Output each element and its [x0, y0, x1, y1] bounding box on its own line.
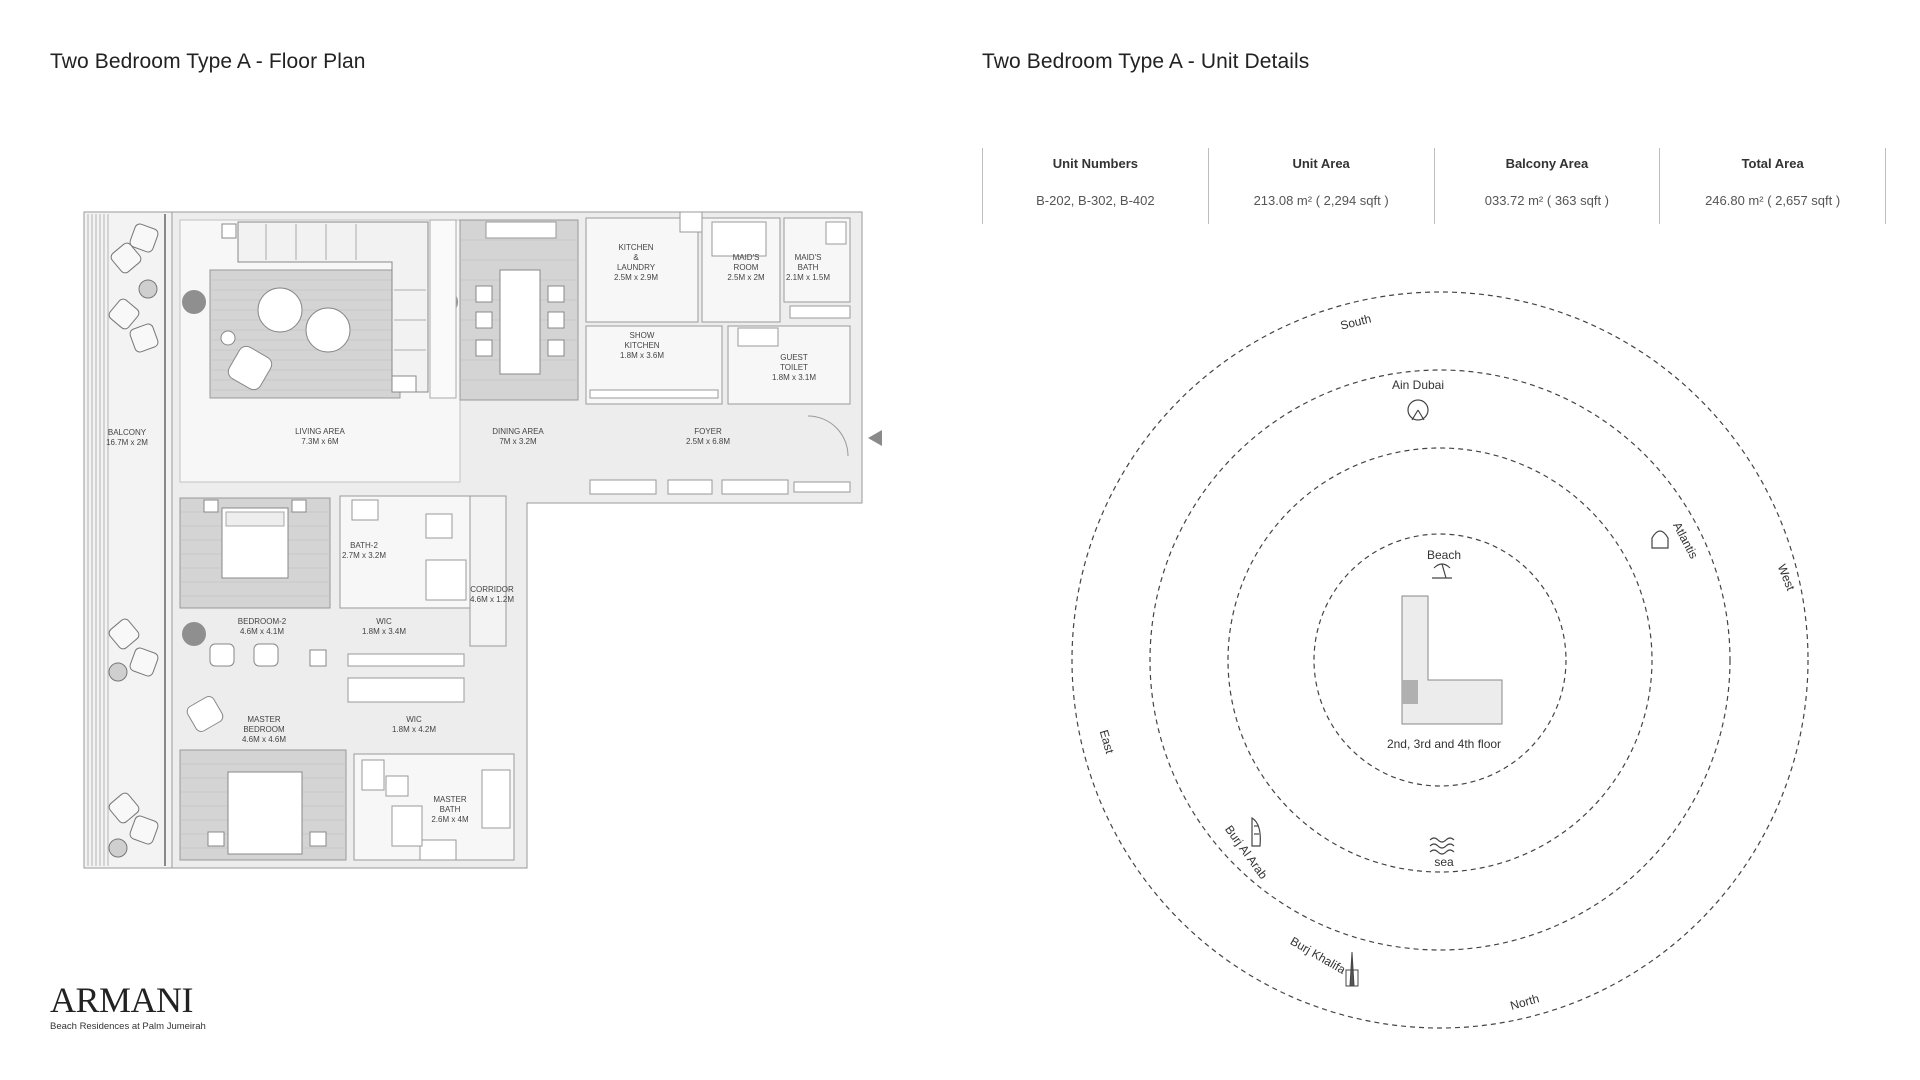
label-master-bedroom: MASTER: [247, 715, 281, 724]
master-bedroom: [179, 696, 347, 861]
details-value: 213.08 m² ( 2,294 sqft ): [1253, 193, 1389, 208]
floor-plan-title: Two Bedroom Type A - Floor Plan: [50, 50, 366, 73]
dining-area: [459, 219, 579, 401]
foyer: [589, 415, 882, 495]
sea-waves-icon: [1429, 837, 1455, 855]
unit-details-title: Two Bedroom Type A - Unit Details: [982, 50, 1310, 73]
bedroom-2: [179, 497, 331, 667]
label-kitchen-amp: &: [633, 253, 639, 262]
label-guest-toilet-size: 1.8M x 3.1M: [772, 373, 816, 382]
ring-2: [1149, 369, 1731, 951]
landmark-burj-al-arab: Burj Al Arab: [1222, 823, 1270, 882]
label-maids-bath-2: BATH: [798, 263, 819, 272]
label-kitchen-size: 2.5M x 2.9M: [614, 273, 658, 282]
direction-east: East: [1097, 728, 1117, 756]
floor-plan-drawing: BALCONY 16.7M x 2M LIVING AREA 7.3M x 6M…: [83, 211, 882, 869]
landmark-beach: Beach: [1427, 548, 1461, 562]
direction-south: South: [1339, 311, 1373, 332]
label-wic-1: WIC: [376, 617, 392, 626]
landmark-sea: sea: [1434, 855, 1454, 869]
ring-outer: [1071, 291, 1809, 1029]
kitchen-block: [585, 211, 851, 405]
details-header: Balcony Area: [1505, 156, 1589, 171]
master-bath: [353, 753, 515, 861]
label-maids-bath: MAID'S: [795, 253, 822, 262]
logo-wordmark: ARMANI: [50, 980, 194, 1020]
label-foyer: FOYER: [694, 427, 722, 436]
floor-note: 2nd, 3rd and 4th floor: [1387, 737, 1501, 751]
burj-khalifa-icon: [1345, 951, 1359, 987]
beach-umbrella-icon: [1432, 563, 1452, 579]
logo-subtitle: Beach Residences at Palm Jumeirah: [50, 1021, 206, 1032]
ferris-wheel-icon: [1407, 399, 1429, 421]
details-col-unit-area: Unit Area 213.08 m² ( 2,294 sqft ): [1207, 148, 1434, 224]
label-maids-room: MAID'S: [733, 253, 760, 262]
details-col-unit-numbers: Unit Numbers B-202, B-302, B-402: [982, 148, 1208, 224]
label-bath-2-size: 2.7M x 3.2M: [342, 551, 386, 560]
details-header: Unit Numbers: [1052, 156, 1138, 171]
bath-2: [339, 495, 507, 703]
label-guest-toilet-2: TOILET: [780, 363, 808, 372]
landmark-burj-khalifa: Burj Khalifa: [1288, 934, 1348, 977]
label-foyer-size: 2.5M x 6.8M: [686, 437, 730, 446]
details-header: Unit Area: [1292, 156, 1350, 171]
landmark-atlantis: Atlantis: [1670, 520, 1701, 561]
label-corridor: CORRIDOR: [470, 585, 514, 594]
label-wic-2-size: 1.8M x 4.2M: [392, 725, 436, 734]
label-maids-room-size: 2.5M x 2M: [727, 273, 765, 282]
direction-north: North: [1509, 991, 1541, 1013]
details-col-total-area: Total Area 246.80 m² ( 2,657 sqft ): [1659, 148, 1886, 224]
label-master-bedroom-2: BEDROOM: [243, 725, 285, 734]
label-dining-size: 7M x 3.2M: [499, 437, 537, 446]
details-col-balcony-area: Balcony Area 033.72 m² ( 363 sqft ): [1433, 148, 1660, 224]
label-kitchen: KITCHEN: [618, 243, 653, 252]
label-maids-bath-size: 2.1M x 1.5M: [786, 273, 830, 282]
armani-logo: ARMANI Beach Residences at Palm Jumeirah: [50, 982, 206, 1032]
label-wic-2: WIC: [406, 715, 422, 724]
label-master-bath: MASTER: [433, 795, 467, 804]
label-show-kitchen-size: 1.8M x 3.6M: [620, 351, 664, 360]
room-labels: BALCONY 16.7M x 2M LIVING AREA 7.3M x 6M…: [106, 243, 830, 824]
label-dining: DINING AREA: [492, 427, 544, 436]
label-balcony-size: 16.7M x 2M: [106, 438, 148, 447]
landmark-ain-dubai: Ain Dubai: [1392, 378, 1444, 392]
label-laundry: LAUNDRY: [617, 263, 656, 272]
label-balcony: BALCONY: [108, 428, 147, 437]
label-bath-2: BATH-2: [350, 541, 378, 550]
ring-3: [1227, 447, 1653, 873]
label-master-bath-size: 2.6M x 4M: [431, 815, 469, 824]
atlantis-icon: [1651, 530, 1669, 549]
label-guest-toilet: GUEST: [780, 353, 808, 362]
label-master-bedroom-size: 4.6M x 4.6M: [242, 735, 286, 744]
label-show-kitchen: SHOW: [630, 331, 655, 340]
label-bedroom-2-size: 4.6M x 4.1M: [240, 627, 284, 636]
label-bedroom-2: BEDROOM-2: [238, 617, 287, 626]
burj-al-arab-icon: [1251, 816, 1261, 847]
details-value: 246.80 m² ( 2,657 sqft ): [1705, 193, 1841, 208]
label-maids-room-2: ROOM: [734, 263, 759, 272]
label-living-size: 7.3M x 6M: [301, 437, 339, 446]
label-show-kitchen-2: KITCHEN: [624, 341, 659, 350]
building-footprint-icon: [1401, 595, 1503, 725]
label-living: LIVING AREA: [295, 427, 345, 436]
unit-details-table: Unit Numbers B-202, B-302, B-402 Unit Ar…: [982, 148, 1886, 224]
ring-inner: [1313, 533, 1567, 787]
details-value: 033.72 m² ( 363 sqft ): [1484, 193, 1610, 208]
label-corridor-size: 4.6M x 1.2M: [470, 595, 514, 604]
label-master-bath-2: BATH: [440, 805, 461, 814]
label-wic-1-size: 1.8M x 3.4M: [362, 627, 406, 636]
balcony: [83, 211, 173, 869]
details-header: Total Area: [1741, 156, 1804, 171]
direction-west: West: [1775, 562, 1798, 593]
living-area: [179, 219, 461, 483]
details-value: B-202, B-302, B-402: [1036, 193, 1155, 208]
